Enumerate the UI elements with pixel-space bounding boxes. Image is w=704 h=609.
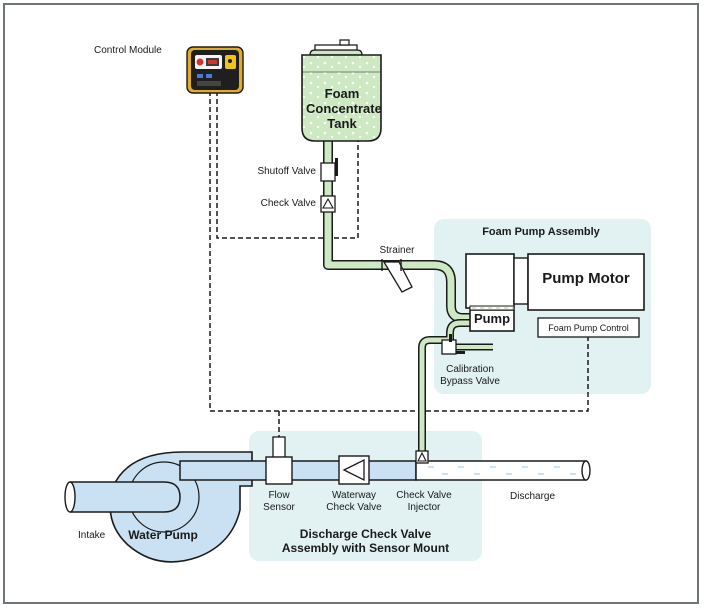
injector-label-line1: Check Valve	[396, 490, 452, 501]
injector-label-line2: Injector	[407, 502, 441, 513]
calibration-bypass-label: Calibration Bypass Valve	[434, 364, 506, 388]
waterway-label-line1: Waterway	[331, 490, 377, 501]
control-module-label: Control Module	[94, 45, 162, 56]
control-module	[186, 46, 244, 94]
water-pump-label: Water Pump	[128, 528, 198, 542]
flow-sensor-label-line1: Flow	[268, 490, 290, 501]
strainer	[381, 259, 413, 293]
foam-tank-label-line2: Concentrate	[306, 101, 382, 116]
waterway-label-line2: Check Valve	[326, 502, 382, 513]
pump-label: Pump	[473, 311, 511, 326]
foam-tank-label: Foam Concentrate Tank	[306, 86, 382, 131]
foam-tank	[301, 39, 382, 142]
check-valve-injector-label: Check Valve Injector	[391, 490, 457, 514]
shutoff-valve	[320, 158, 338, 182]
foam-tank-label-line1: Foam	[324, 86, 360, 101]
flow-sensor-label: Flow Sensor	[257, 490, 301, 514]
calibration-label-line1: Calibration	[446, 364, 494, 375]
pump-motor-label: Pump Motor	[542, 270, 630, 287]
waterway-check-valve-label: Waterway Check Valve	[321, 490, 387, 514]
pump-motor-unit	[465, 253, 645, 332]
foam-pump-assembly-label: Foam Pump Assembly	[482, 226, 600, 238]
calibration-bypass-valve	[441, 334, 465, 355]
assembly-label-line1: Discharge Check Valve	[299, 527, 432, 541]
flow-sensor	[265, 436, 293, 485]
foam-pump-control-label: Foam Pump Control	[548, 323, 629, 333]
intake-label: Intake	[78, 530, 106, 541]
calibration-label-line2: Bypass Valve	[440, 376, 500, 387]
discharge-label: Discharge	[510, 491, 556, 502]
check-valve-injector	[415, 450, 429, 464]
check-valve	[320, 195, 336, 213]
assembly-label-line2: Assembly with Sensor Mount	[281, 541, 450, 555]
intake-pipe	[64, 481, 181, 513]
flow-sensor-label-line2: Sensor	[263, 502, 295, 513]
foam-tank-label-line3: Tank	[327, 116, 357, 131]
foam-pump-control-box	[537, 317, 640, 338]
check-valve-label: Check Valve	[260, 198, 316, 209]
diagram-frame	[3, 3, 699, 604]
control-wiring	[209, 91, 589, 437]
waterway-check-valve	[338, 455, 370, 485]
discharge-assembly-label: Discharge Check Valve Assembly with Sens…	[252, 527, 479, 555]
strainer-label: Strainer	[379, 245, 415, 256]
shutoff-valve-label: Shutoff Valve	[257, 166, 316, 177]
discharge-pipe	[179, 460, 591, 481]
